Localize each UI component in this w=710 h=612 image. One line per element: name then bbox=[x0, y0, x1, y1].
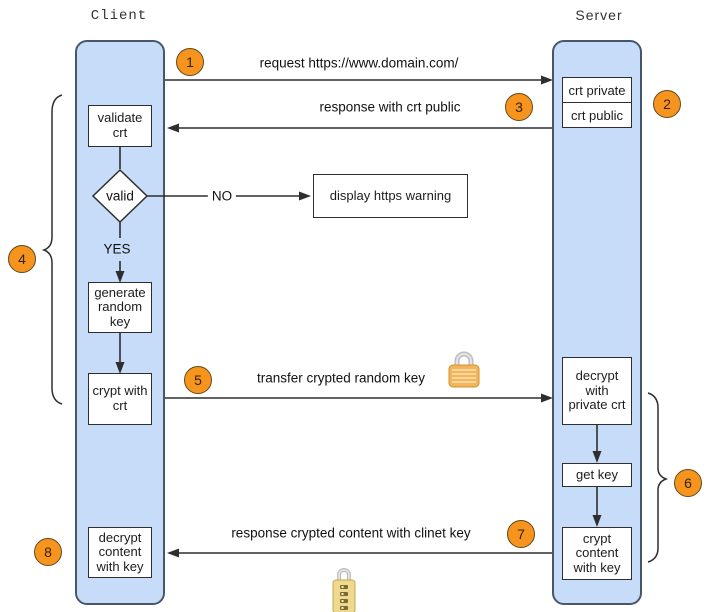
decrypt-with-private-crt-node: decrypt with private crt bbox=[562, 357, 632, 425]
request-arrow-label: request https://www.domain.com/ bbox=[259, 55, 459, 71]
decrypt-content-with-key-node: decrypt content with key bbox=[88, 527, 152, 578]
transfer-key-arrow-label: transfer crypted random key bbox=[256, 370, 426, 386]
no-label: NO bbox=[207, 188, 237, 204]
generate-random-key-node: generate random key bbox=[88, 282, 152, 333]
step-5-badge: 5 bbox=[184, 366, 212, 394]
arrowheads bbox=[115, 75, 602, 558]
step-2-badge: 2 bbox=[653, 90, 681, 118]
step-3-badge: 3 bbox=[505, 93, 533, 121]
valid-decision-label: valid bbox=[106, 188, 134, 204]
step-1-badge: 1 bbox=[176, 48, 204, 76]
validate-crt-node: validate crt bbox=[88, 105, 152, 147]
get-key-node: get key bbox=[562, 463, 632, 487]
crt-private-cell: crt private bbox=[568, 82, 626, 98]
crypt-with-crt-node: crypt with crt bbox=[88, 373, 152, 425]
display-https-warning-node: display https warning bbox=[313, 174, 468, 218]
response-crt-arrow-label: response with crt public bbox=[319, 99, 461, 115]
client-lane-title: Client bbox=[90, 8, 148, 24]
valid-decision-diamond bbox=[91, 168, 149, 224]
yes-label: YES bbox=[103, 241, 131, 257]
step-8-badge: 8 bbox=[34, 538, 62, 566]
combination-lock-icon bbox=[331, 562, 357, 612]
crt-public-cell: crt public bbox=[563, 102, 631, 127]
client-steps-brace bbox=[41, 94, 63, 405]
padlock-icon bbox=[447, 349, 481, 394]
crypt-content-with-key-node: crypt content with key bbox=[562, 527, 632, 580]
server-steps-brace bbox=[647, 392, 669, 563]
response-content-arrow-label: response crypted content with clinet key bbox=[231, 525, 471, 541]
step-4-badge: 4 bbox=[8, 245, 36, 273]
step-6-badge: 6 bbox=[674, 469, 702, 497]
certificate-node: crt private crt public bbox=[562, 77, 632, 128]
step-7-badge: 7 bbox=[507, 520, 535, 548]
server-lane-title: Server bbox=[575, 7, 623, 23]
